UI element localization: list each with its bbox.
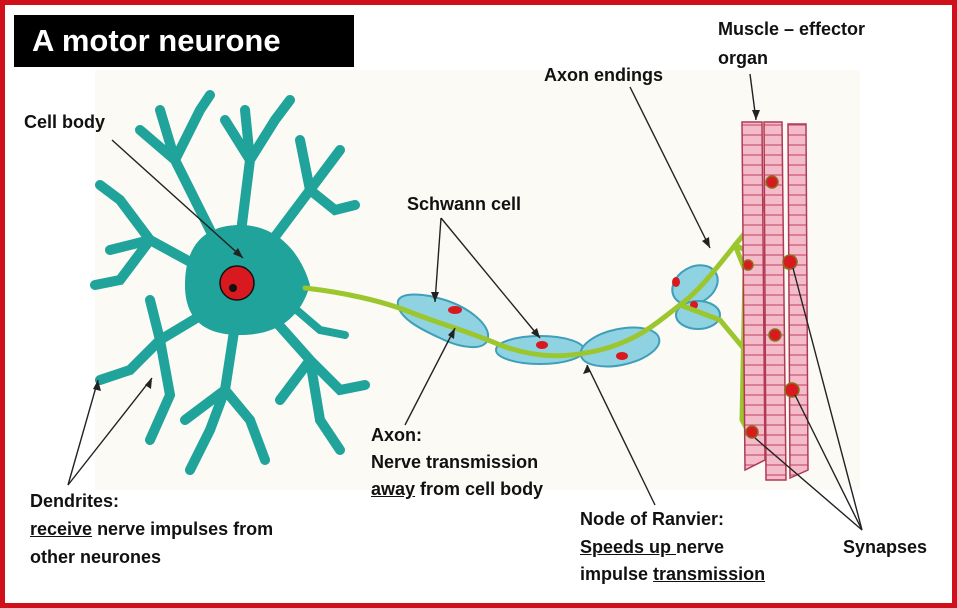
dendrites: [90, 90, 370, 475]
label-node-title: Node of Ranvier:: [580, 509, 725, 529]
nucleus: [219, 265, 255, 301]
label-axon-line3: away from cell body: [371, 478, 543, 500]
label-node-line3: impulse transmission: [580, 563, 765, 585]
label-synapses: Synapses: [843, 537, 928, 557]
label-node-rest: nerve: [676, 537, 725, 557]
label-dendrites-line2: receive nerve impulses from: [30, 518, 273, 540]
label-axon-title: Axon:: [371, 425, 422, 445]
label-axon-underlined: away: [371, 479, 416, 499]
label-axon-rest: from cell body: [415, 479, 544, 499]
muscle-fibres: [741, 121, 809, 481]
label-dendrites-title: Dendrites:: [30, 491, 120, 511]
label-schwann-cell: Schwann cell: [407, 194, 522, 214]
label-node-line2: Speeds up nerve: [580, 536, 724, 558]
schwann-nuclei: [448, 277, 698, 360]
label-dendrites-rest: nerve impulses from: [92, 519, 274, 539]
label-dendrites-underlined: receive: [30, 519, 93, 539]
label-axon-endings: Axon endings: [544, 65, 664, 85]
page-title: A motor neurone: [32, 23, 281, 58]
label-axon-line2: Nerve transmission: [371, 452, 539, 472]
label-cell-body: Cell body: [24, 112, 106, 132]
nucleolus: [229, 284, 237, 292]
label-node-underlined: Speeds up: [580, 537, 677, 557]
pointer-arrowheads: [93, 110, 760, 391]
synapse-knobs: [742, 175, 800, 439]
title-box: A motor neurone: [14, 15, 354, 67]
label-dendrites-line3: other neurones: [30, 547, 162, 567]
label-node-line3a: impulse: [580, 564, 654, 584]
label-muscle-line1: Muscle – effector: [718, 19, 866, 39]
label-muscle-line2: organ: [718, 48, 769, 68]
pointer-lines: [67, 73, 863, 531]
label-node-line3-underlined: transmission: [653, 564, 766, 584]
